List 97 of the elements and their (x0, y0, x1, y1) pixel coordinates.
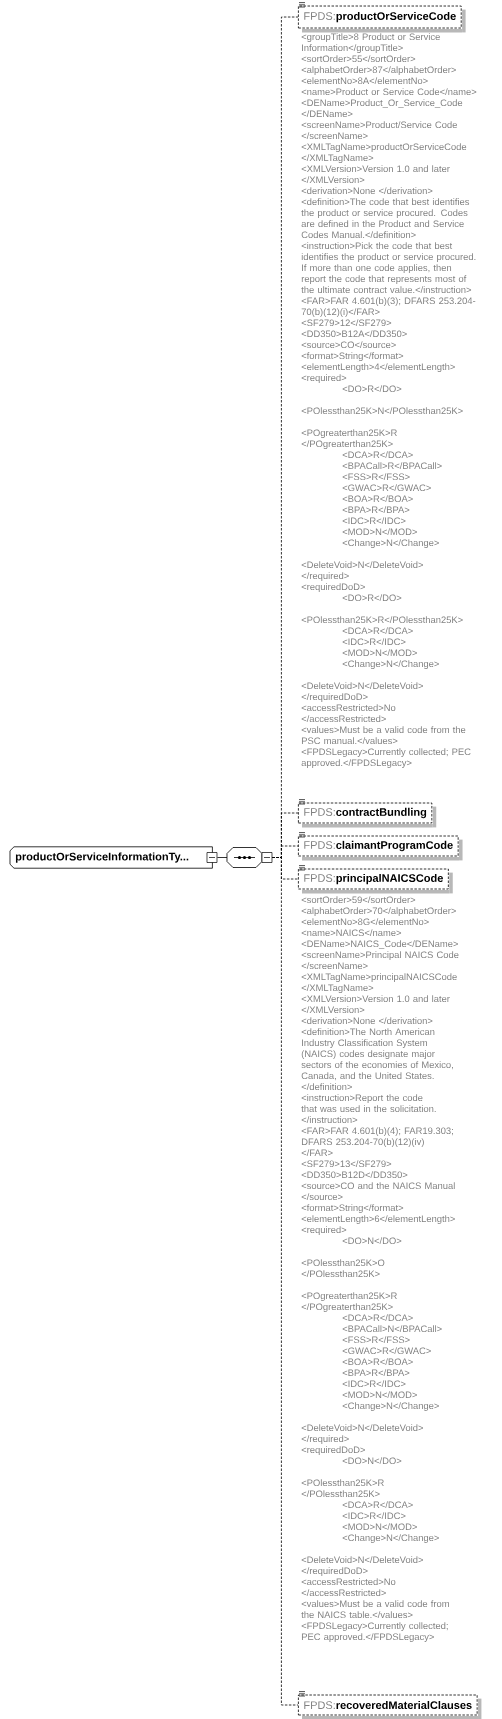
documentation-text: <definition>The code that best identifies the product or service procured. Codes are defined in the Product and Service Codes Manual.</definition> (301, 198, 470, 239)
documentation-text: <screenName>Product/Service Code</screenName> (301, 121, 457, 140)
documentation-text: <FPDSLegacy>Currently collected; PEC approved.</FPDSLegacy> (301, 748, 471, 768)
documentation-text: <format>String</format> (301, 1204, 404, 1213)
element-box: FPDS:principalNAICSCode (298, 868, 453, 894)
documentation-text: <BOA>R</BOA> (342, 495, 413, 503)
documentation-text: <derivation>None </derivation> (301, 1017, 433, 1025)
documentation-text: <derivation>None </derivation> (301, 187, 433, 195)
documentation-text: <FSS>R</FSS> (342, 1336, 410, 1344)
documentation-text: <DEName>NAICS_Code</DEName> (301, 940, 458, 949)
documentation-text: <accessRestricted>No</accessRestricted> (301, 1578, 396, 1597)
documentation-text: <instruction>Pick the code that best identifies the product or service procured. If more than one code applies, then report the code that represents most of the ultimate contract value.</instruction> (301, 242, 476, 294)
documentation-text: <SF279>13</SF279> (301, 1160, 392, 1168)
documentation-text: <POlessthan25K>R</POlessthan25K> (301, 1479, 384, 1498)
documentation-text: <DD350>B12A</DD350> (301, 330, 407, 338)
documentation-text: <IDC>R</IDC> (342, 1512, 406, 1520)
documentation-text: <FSS>R</FSS> (342, 473, 410, 481)
documentation-text: <required> (301, 374, 347, 383)
documentation-text: <FAR>FAR 4.601(b)(3); DFARS 253.204-70(b)(12)(i)</FAR> (301, 297, 476, 317)
documentation-text: <BPACall>R</BPACall> (342, 462, 442, 470)
documentation-text: <name>Product or Service Code</name> (301, 88, 477, 96)
documentation-text: <DeleteVoid>N</DeleteVoid> (301, 561, 423, 569)
documentation-text: <requiredDoD> (301, 1446, 365, 1455)
documentation-text: <source>CO and the NAICS Manual</source> (301, 1182, 455, 1201)
documentation-text: <values>Must be a valid code from the PSC manual.</values> (301, 726, 466, 745)
documentation-text: <source>CO</source> (301, 341, 396, 349)
documentation-text: <alphabetOrder>87</alphabetOrder> (301, 66, 456, 75)
documentation-text: <BPA>R</BPA> (342, 506, 410, 514)
documentation-text: <DCA>R</DCA> (342, 451, 413, 459)
documentation-text: </requiredDoD> (301, 1567, 368, 1576)
documentation-text: <instruction>Report the code that was used in the solicitation.</instruction> (301, 1094, 436, 1124)
documentation-text: <FPDSLegacy>Currently collected; PEC approved.</FPDSLegacy> (301, 1622, 448, 1642)
documentation-text: <POgreaterthan25K>R</POgreaterthan25K> (301, 1292, 397, 1312)
documentation-text: <elementNo>8A</elementNo> (301, 77, 428, 85)
documentation-text: <BPACall>N</BPACall> (342, 1325, 442, 1333)
documentation-text: <Change>N</Change> (342, 539, 439, 548)
documentation-text: <values>Must be a valid code from the NAICS table.</values> (301, 1600, 449, 1619)
documentation-text: <DO>R</DO> (342, 594, 402, 602)
documentation-text: <DCA>R</DCA> (342, 1501, 413, 1509)
documentation-text: <name>NAICS</name> (301, 929, 402, 937)
documentation-text: <IDC>R</IDC> (342, 517, 406, 525)
element-box: FPDS:claimantProgramCode (298, 835, 463, 861)
documentation-text: <requiredDoD> (301, 583, 365, 592)
documentation-text: <POlessthan25K>O</POlessthan25K> (301, 1259, 385, 1278)
element-box: FPDS:contractBundling (298, 802, 437, 828)
documentation-text: <IDC>R</IDC> (342, 638, 406, 646)
documentation-text: <DCA>R</DCA> (342, 1314, 413, 1322)
documentation-text: <BOA>R</BOA> (342, 1358, 413, 1366)
documentation-text: <MOD>N</MOD> (342, 528, 417, 536)
documentation-text: <Change>N</Change> (342, 660, 439, 669)
documentation-text: <MOD>N</MOD> (342, 649, 417, 657)
documentation-text: <elementLength>4</elementLength> (301, 363, 455, 372)
documentation-text: <DO>N</DO> (342, 1457, 402, 1465)
documentation-text: <DO>N</DO> (342, 1237, 402, 1245)
documentation-text: <format>String</format> (301, 352, 404, 361)
documentation-text: <DCA>R</DCA> (342, 627, 413, 635)
documentation-text: </required> (301, 1435, 349, 1444)
documentation-text: <MOD>N</MOD> (342, 1523, 417, 1531)
documentation-text: <sortOrder>59</sortOrder> (301, 896, 416, 904)
documentation-text: <screenName>Principal NAICS Code</screenName> (301, 951, 459, 970)
documentation-text: <XMLTagName>productOrServiceCode</XMLTagName> (301, 143, 467, 163)
documentation-text: <accessRestricted>No</accessRestricted> (301, 704, 396, 723)
documentation-text: <Change>N</Change> (342, 1534, 439, 1543)
documentation-text: </requiredDoD> (301, 693, 368, 702)
connector-line (272, 857, 299, 1706)
documentation-text: <XMLVersion>Version 1.0 and later</XMLVersion> (301, 165, 450, 184)
documentation-text: <POlessthan25K>R</POlessthan25K> (301, 616, 463, 624)
documentation-text: <Change>N</Change> (342, 1402, 439, 1411)
documentation-text: <XMLVersion>Version 1.0 and later</XMLVersion> (301, 995, 450, 1014)
documentation-text: <XMLTagName>principalNAICSCode</XMLTagName> (301, 973, 457, 993)
documentation-text: <MOD>N</MOD> (342, 1391, 417, 1399)
documentation-text: <BPA>R</BPA> (342, 1369, 410, 1377)
documentation-text: <groupTitle>8 Product or Service Information</groupTitle> (301, 33, 440, 53)
documentation-text: <DeleteVoid>N</DeleteVoid> (301, 1556, 423, 1564)
documentation-text: <elementLength>6</elementLength> (301, 1215, 455, 1224)
documentation-text: <DO>R</DO> (342, 385, 402, 393)
element-box: FPDS:productOrServiceCode (298, 5, 466, 33)
documentation-text: <DeleteVoid>N</DeleteVoid> (301, 1424, 423, 1432)
documentation-text: <POlessthan25K>N</POlessthan25K> (301, 407, 463, 415)
documentation-text: <DeleteVoid>N</DeleteVoid> (301, 682, 423, 690)
documentation-text: <IDC>R</IDC> (342, 1380, 406, 1388)
documentation-text: <FAR>FAR 4.601(b)(4); FAR19.303; DFARS 253.204-70(b)(12)(iv) </FAR> (301, 1127, 453, 1157)
type-box: productOrServiceInformationTy... (9, 846, 213, 869)
documentation-text: <DD350>B12D</DD350> (301, 1171, 408, 1179)
documentation-text: <definition>The North American Industry Classification System (NAICS) codes designate major sectors of the economies of Mexico, Canada, and the United States.</definition> (301, 1028, 453, 1091)
connector-line (217, 857, 228, 858)
documentation-text: <GWAC>R</GWAC> (342, 484, 431, 492)
documentation-text: <DEName>Product_Or_Service_Code</DEName> (301, 99, 463, 118)
documentation-text: <required> (301, 1226, 347, 1235)
documentation-text: <alphabetOrder>70</alphabetOrder> (301, 907, 456, 916)
documentation-text: <sortOrder>55</sortOrder> (301, 55, 416, 63)
documentation-text: </required> (301, 572, 349, 581)
documentation-text: <SF279>12</SF279> (301, 319, 392, 327)
documentation-text: <elementNo>8G</elementNo> (301, 918, 429, 926)
documentation-text: <GWAC>R</GWAC> (342, 1347, 431, 1355)
documentation-text: <POgreaterthan25K>R</POgreaterthan25K> (301, 429, 397, 449)
element-box: FPDS:recoveredMaterialClauses (298, 1694, 482, 1719)
